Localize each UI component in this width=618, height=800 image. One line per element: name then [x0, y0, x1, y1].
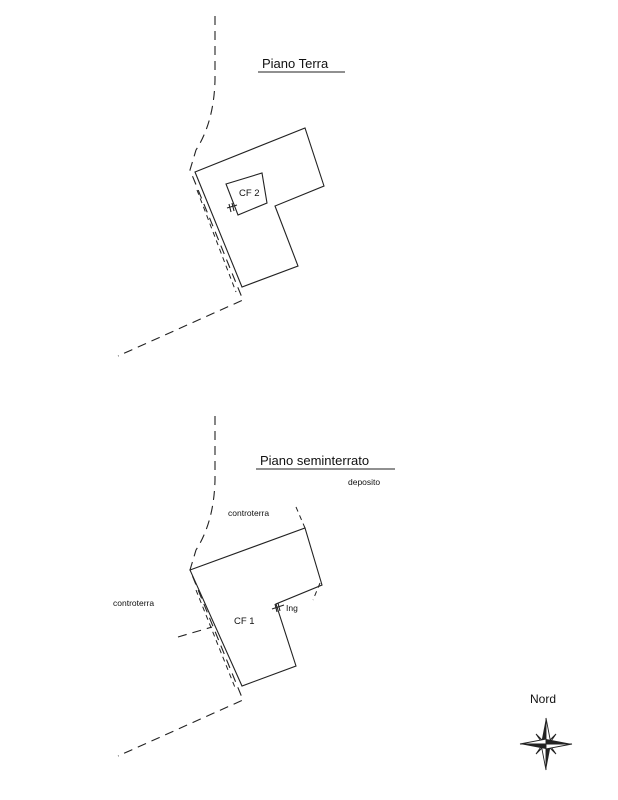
ground-floor-plan: Piano Terra CF 2 [117, 16, 345, 357]
ground-floor-wall-hatch [196, 189, 237, 293]
ground-floor-title: Piano Terra [262, 56, 329, 71]
ground-floor-property-boundary [117, 16, 244, 357]
basement-building-outline [189, 527, 323, 687]
basement-title: Piano seminterrato [260, 453, 369, 468]
basement-side-boundary [177, 626, 213, 638]
unit-cf2-outline [225, 172, 268, 216]
compass-rose-icon [519, 717, 573, 771]
compass-label: Nord [530, 692, 556, 706]
basement-entrance-icon [271, 602, 285, 613]
ground-floor-entrance-icon [226, 202, 238, 213]
basement-deposit-wall [312, 582, 321, 601]
basement-plan: Piano seminterrato deposito controterra … [113, 416, 395, 757]
ground-floor-building-outline [194, 127, 325, 288]
unit-cf2-label: CF 2 [239, 188, 260, 199]
basement-top-retaining-wall [295, 506, 306, 529]
basement-wall-hatch [195, 589, 237, 691]
deposit-label: deposito [348, 477, 380, 487]
unit-cf1-label: CF 1 [234, 616, 255, 627]
basement-property-boundary [117, 416, 244, 757]
earth-top-label: controterra [228, 508, 269, 518]
entrance-label: Ing [286, 603, 298, 613]
earth-left-label: controterra [113, 598, 154, 608]
compass: Nord [519, 692, 573, 771]
